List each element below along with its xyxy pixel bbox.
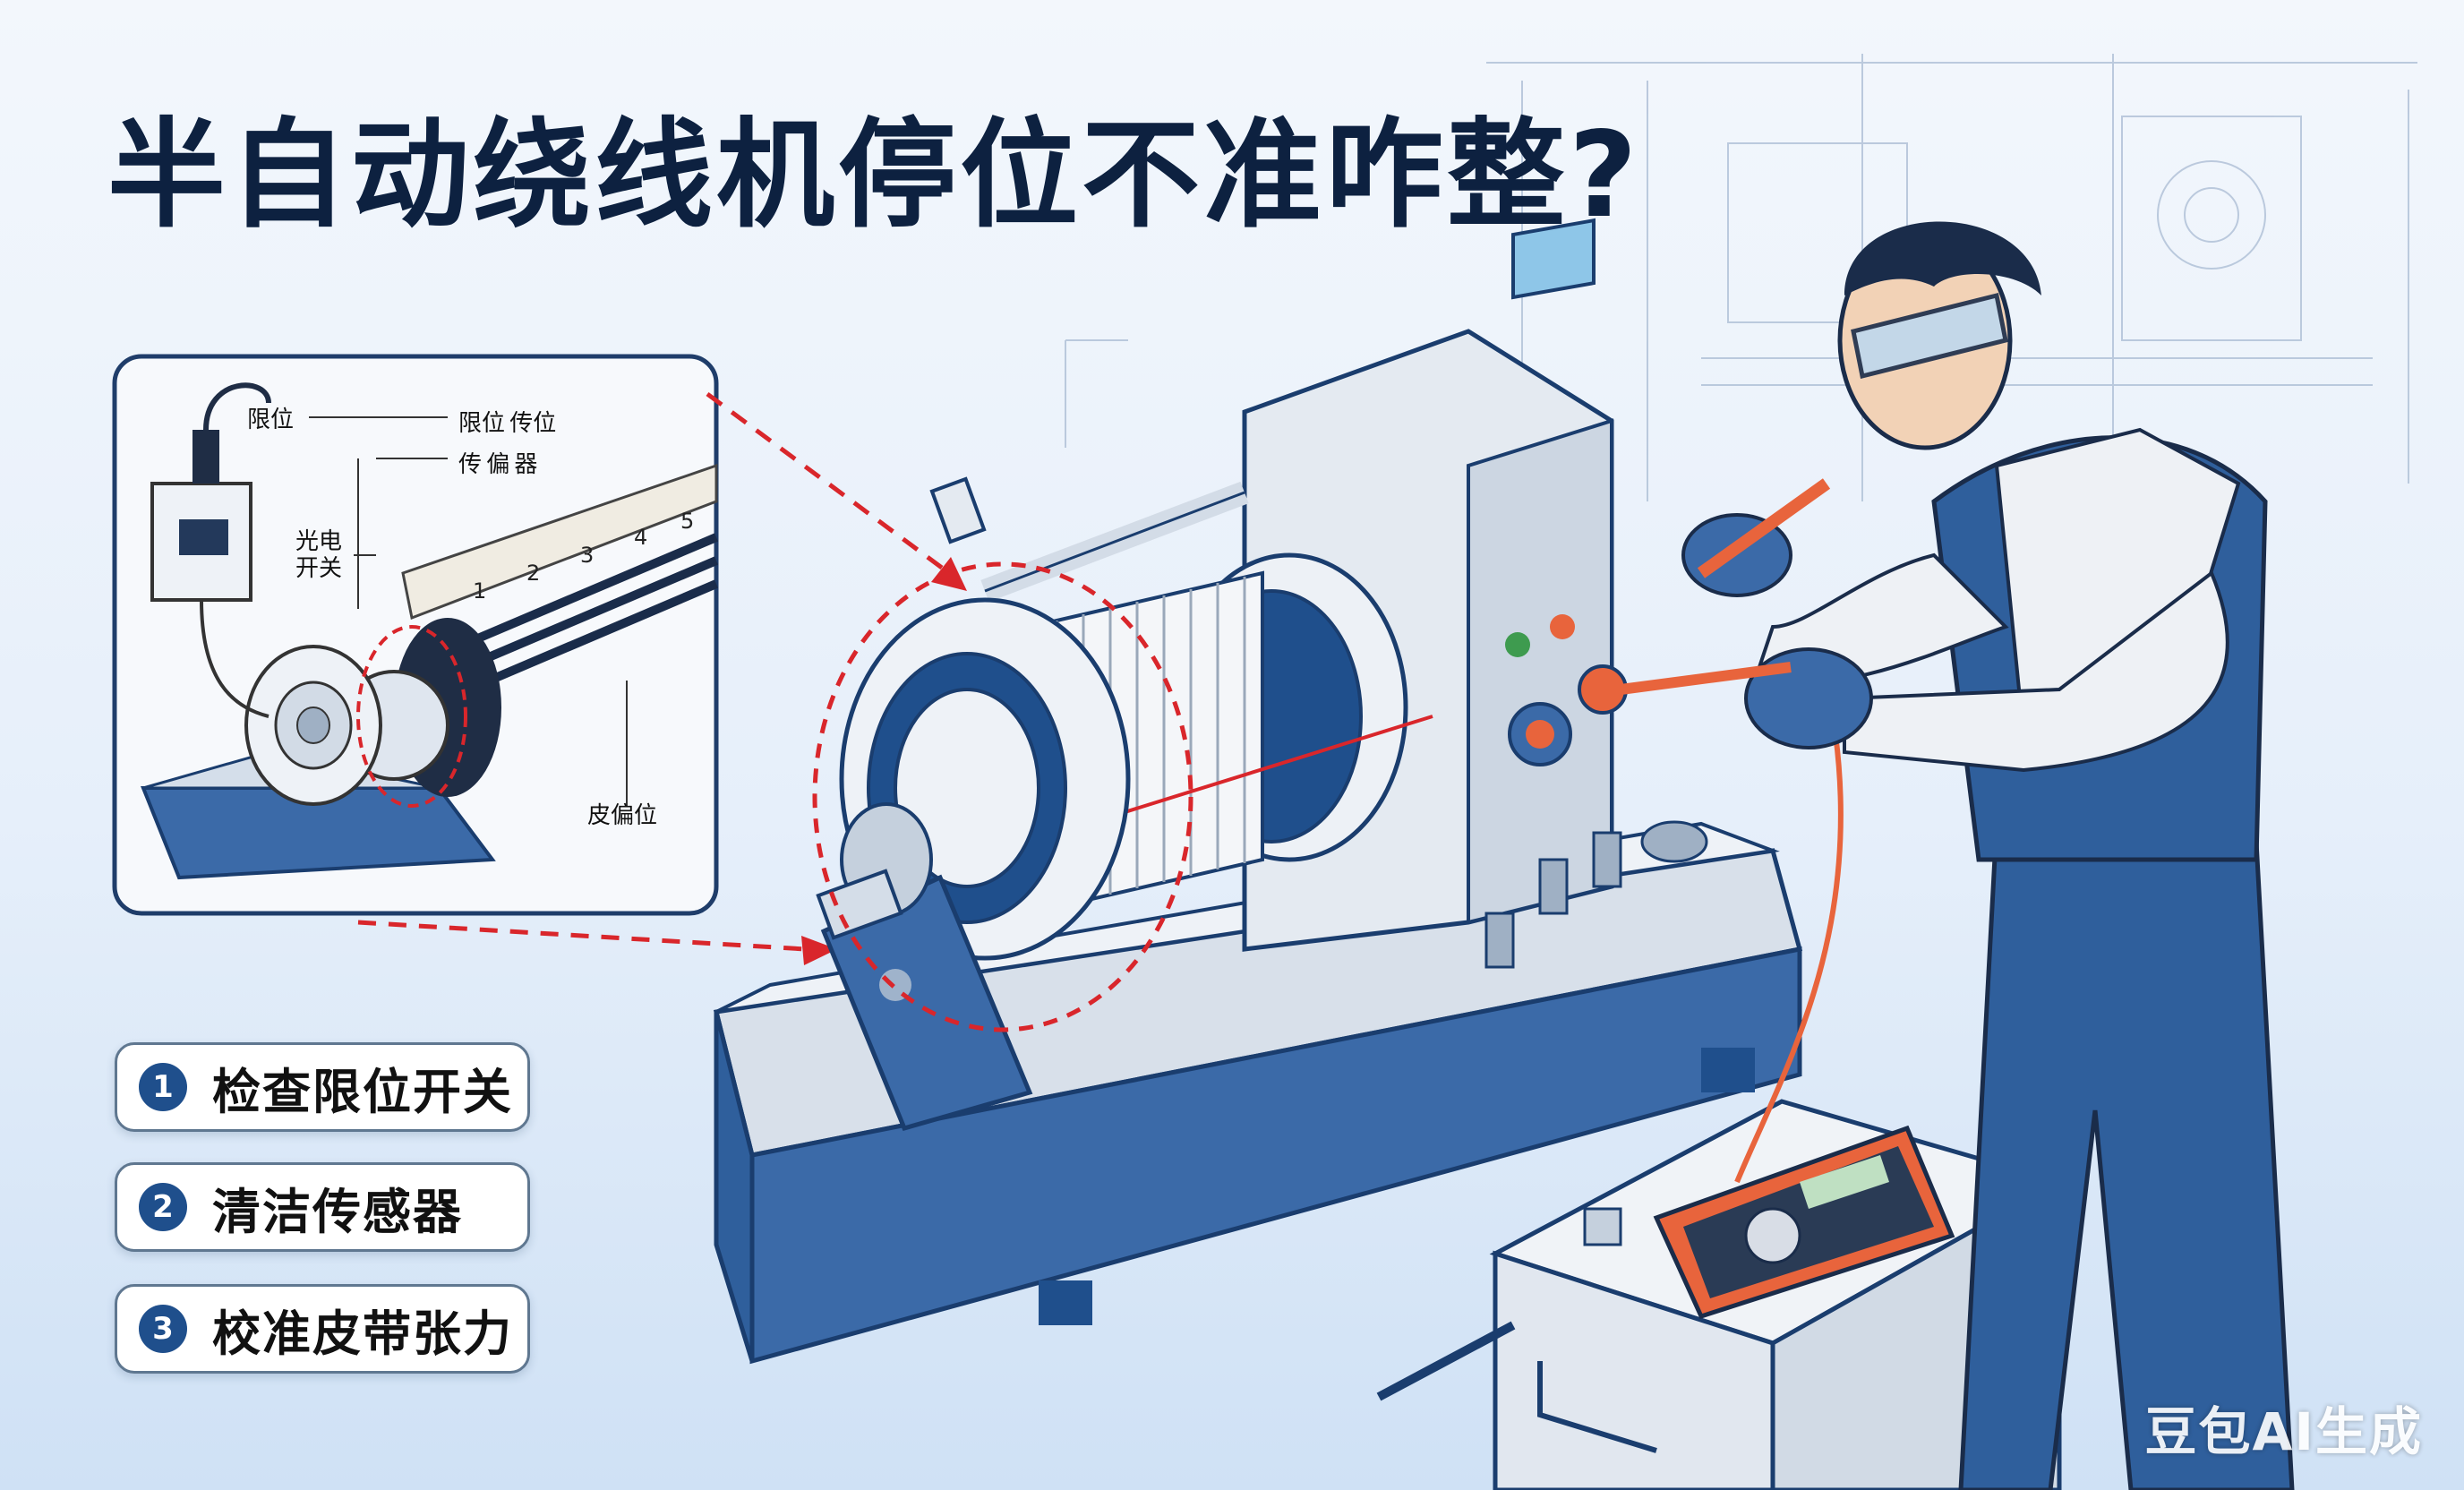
- step-label: 校准皮带张力: [212, 1305, 513, 1362]
- ruler-tick: 5: [680, 509, 694, 534]
- technician: [1620, 221, 2295, 1490]
- ruler-tick: 2: [526, 561, 540, 586]
- indicator-light: [1550, 614, 1575, 639]
- step-label: 检查限位开关: [212, 1063, 513, 1120]
- step-1: 1 检查限位开关: [115, 1042, 530, 1132]
- control-knob[interactable]: [1578, 664, 1628, 715]
- inset-detail-panel: 1 2 3 4 5: [112, 354, 719, 916]
- ruler-tick: 4: [634, 525, 647, 550]
- label-limit-sensor: 限位 传位: [458, 410, 557, 437]
- ruler: [401, 463, 718, 621]
- ruler-tick: 1: [473, 578, 486, 604]
- indicator-light: [1505, 632, 1530, 657]
- ruler-ticks: 1 2 3 4 5: [473, 509, 694, 604]
- label-belt-offset: 皮偏位: [587, 802, 658, 829]
- label-sensor: 传 偏 器: [458, 451, 538, 478]
- safety-goggles-icon: [1851, 292, 2008, 380]
- arrow-head: [801, 936, 837, 965]
- step-number-badge: 2: [139, 1183, 187, 1231]
- step-label: 清洁传感器: [212, 1183, 463, 1240]
- ruler-tick: 3: [580, 543, 594, 568]
- winding-machine: [713, 218, 1803, 1365]
- pointer-arrows: [357, 391, 1236, 1050]
- ai-watermark: 豆包AI生成: [2144, 1401, 2423, 1462]
- label-limit: 限位: [247, 407, 295, 433]
- step-3: 3 校准皮带张力: [115, 1284, 530, 1374]
- step-number-badge: 1: [139, 1063, 187, 1111]
- label-photoelectric-2: 开关: [295, 555, 343, 582]
- multimeter: [1653, 1125, 1955, 1320]
- test-lead: [1734, 733, 1844, 1184]
- step-number-badge: 3: [139, 1305, 187, 1353]
- page-title: 半自动绕线机停位不准咋整?: [107, 107, 1641, 244]
- step-2: 2 清洁传感器: [115, 1162, 530, 1252]
- label-photoelectric-1: 光电: [295, 528, 343, 555]
- blueprint-background: [1065, 54, 2417, 501]
